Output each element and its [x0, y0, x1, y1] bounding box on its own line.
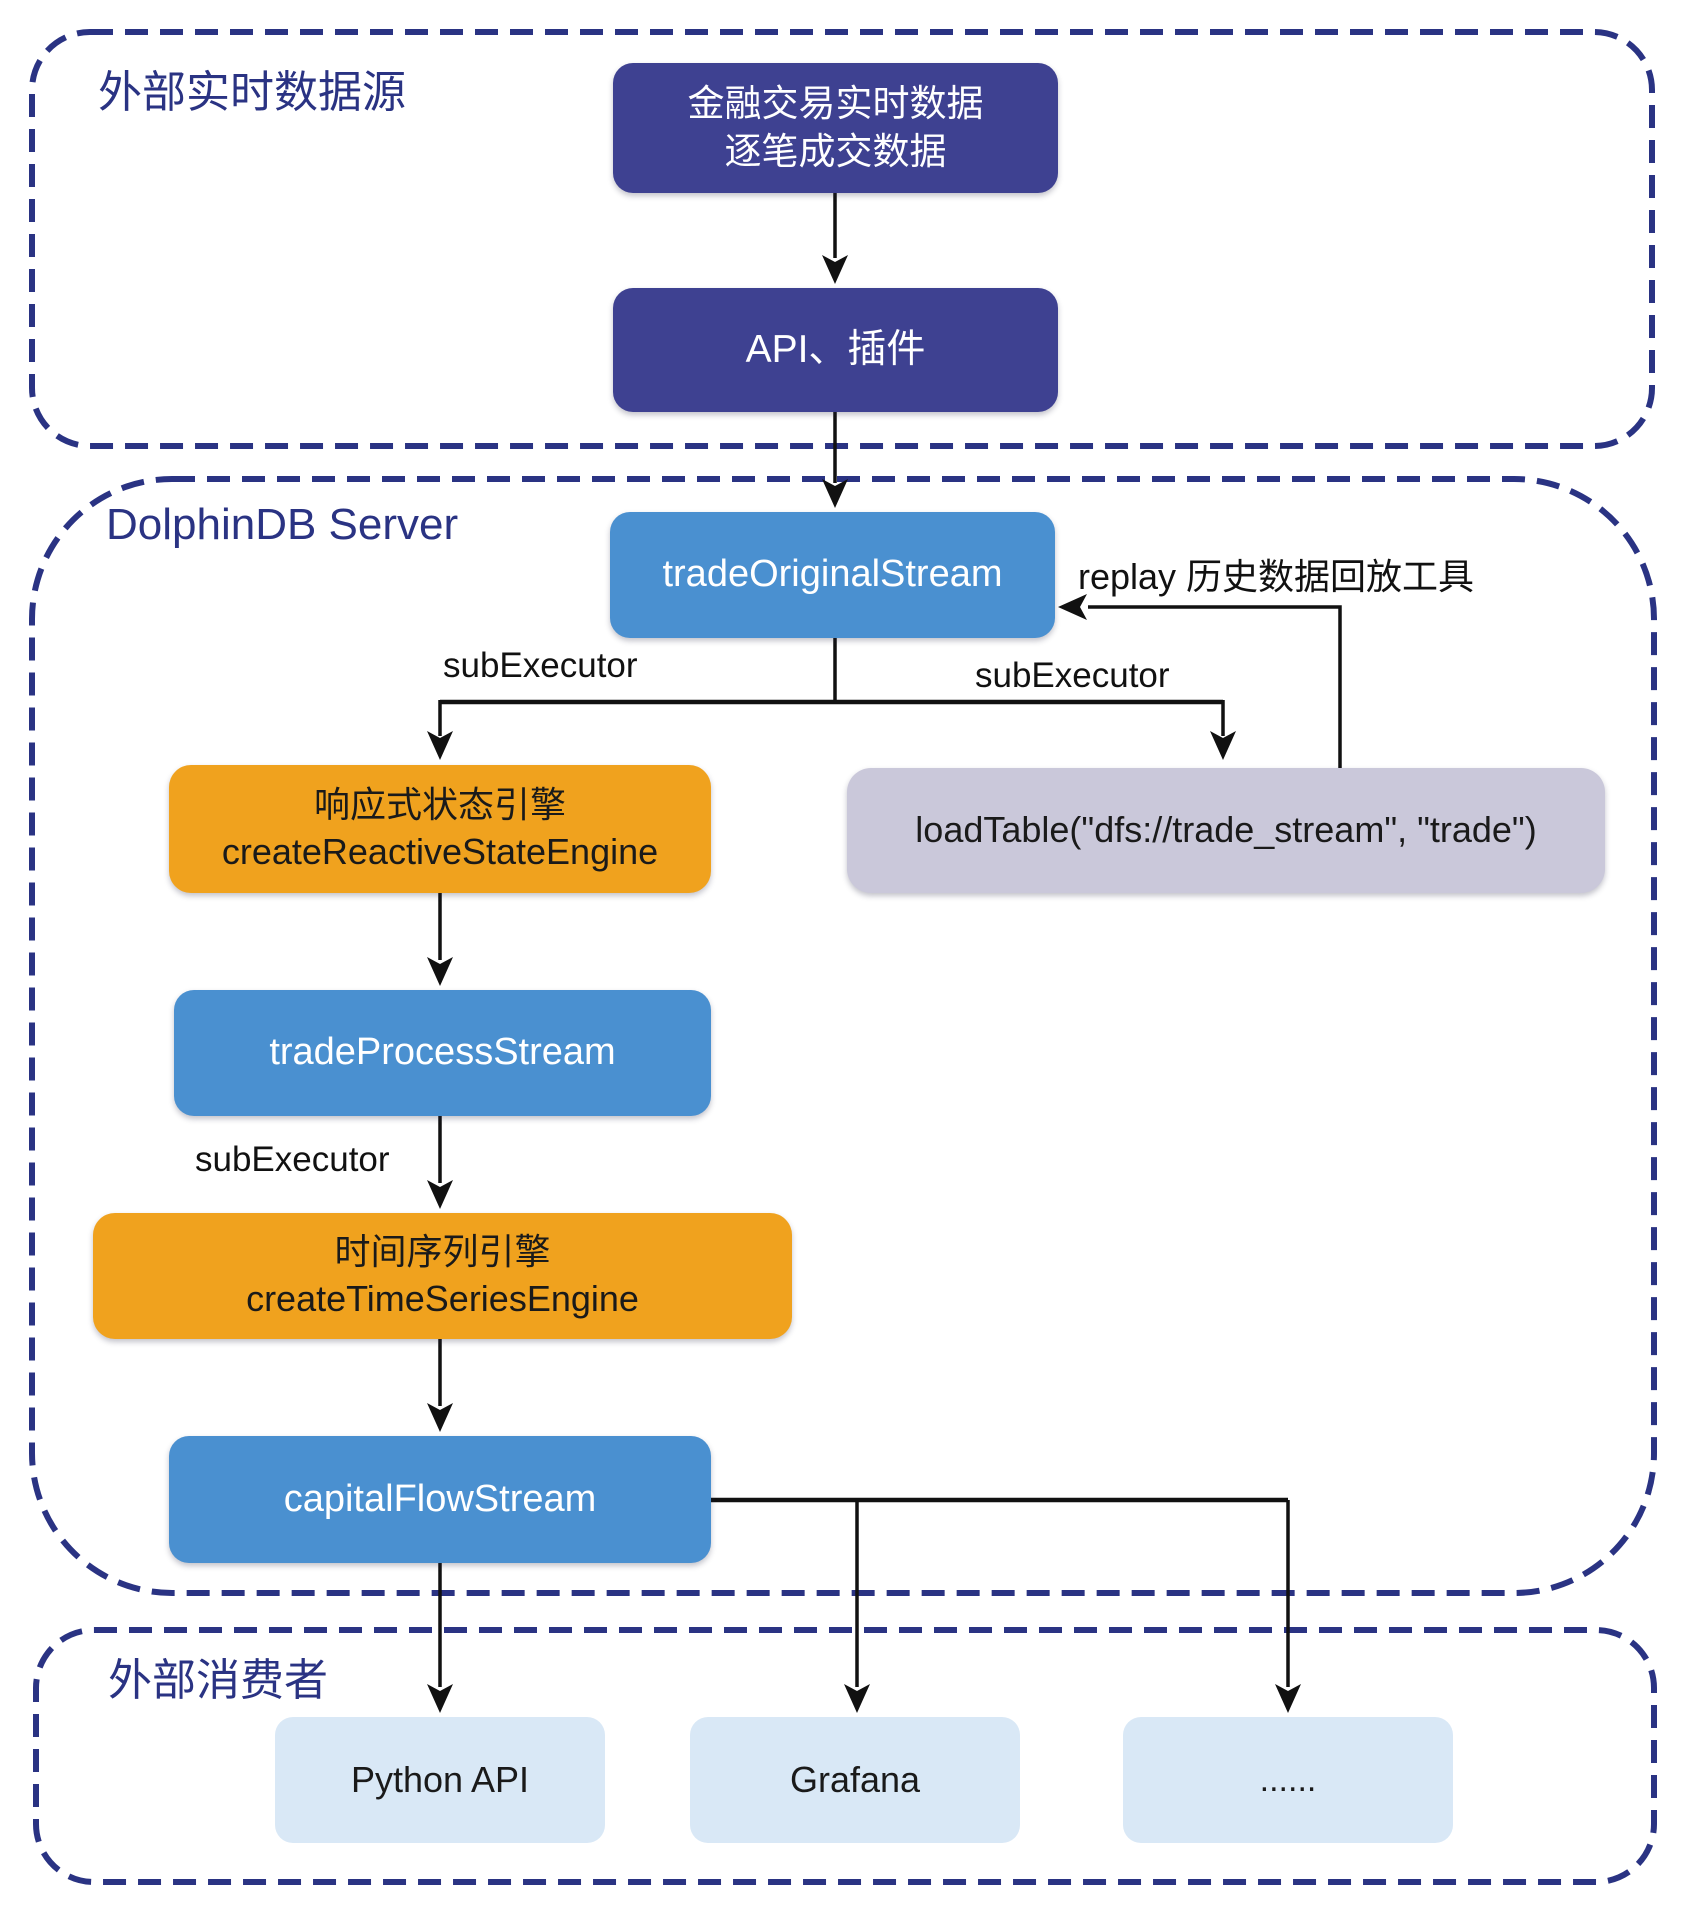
node-time-series-engine: 时间序列引擎 createTimeSeriesEngine [93, 1213, 792, 1339]
node-api-plugin: API、插件 [613, 288, 1058, 412]
node-reactive-line2: createReactiveStateEngine [221, 831, 659, 872]
node-python-api-label: Python API [350, 1758, 530, 1800]
node-trade-process-stream: tradeProcessStream [174, 990, 711, 1116]
node-grafana: Grafana [690, 1717, 1020, 1843]
node-other-consumers: ...... [1123, 1717, 1453, 1843]
node-grafana-label: Grafana [789, 1758, 921, 1800]
source-section-border [29, 29, 1655, 449]
node-trade-original-stream: tradeOriginalStream [610, 512, 1055, 638]
sub-executor-right-label: subExecutor [975, 656, 1170, 695]
node-finance-line2: 逐笔成交数据 [724, 131, 947, 172]
server-section-title: DolphinDB Server [106, 500, 459, 549]
node-reactive-line1: 响应式状态引擎 [313, 784, 566, 826]
node-other-consumers-label: ...... [1259, 1760, 1317, 1799]
arrow-heads [427, 255, 1301, 1713]
node-load-table: loadTable("dfs://trade_stream", "trade") [847, 768, 1605, 893]
replay-edge-label: replay 历史数据回放工具 [1078, 556, 1475, 597]
server-section-border [29, 476, 1657, 1596]
node-finance-realtime-data: 金融交易实时数据 逐笔成交数据 [613, 63, 1058, 193]
node-load-table-label: loadTable("dfs://trade_stream", "trade") [915, 809, 1537, 851]
node-timeseries-line2: createTimeSeriesEngine [246, 1278, 639, 1319]
node-capital-flow-stream-label: capitalFlowStream [283, 1477, 597, 1520]
sub-executor-left-label: subExecutor [443, 646, 638, 685]
node-trade-process-stream-label: tradeProcessStream [269, 1031, 616, 1074]
node-timeseries-line1: 时间序列引擎 [334, 1231, 551, 1273]
node-trade-original-stream-label: tradeOriginalStream [662, 553, 1003, 596]
flow-arrows [438, 193, 1342, 1687]
node-api-plugin-label: API、插件 [745, 327, 926, 371]
consumers-section-title: 外部消费者 [108, 1656, 328, 1705]
source-section-title: 外部实时数据源 [98, 68, 406, 117]
sub-executor-mid-label: subExecutor [195, 1140, 390, 1179]
node-reactive-state-engine: 响应式状态引擎 createReactiveStateEngine [169, 765, 711, 893]
node-capital-flow-stream: capitalFlowStream [169, 1436, 711, 1563]
consumers-section-border [33, 1627, 1657, 1885]
node-finance-line1: 金融交易实时数据 [687, 82, 984, 124]
node-python-api: Python API [275, 1717, 605, 1843]
